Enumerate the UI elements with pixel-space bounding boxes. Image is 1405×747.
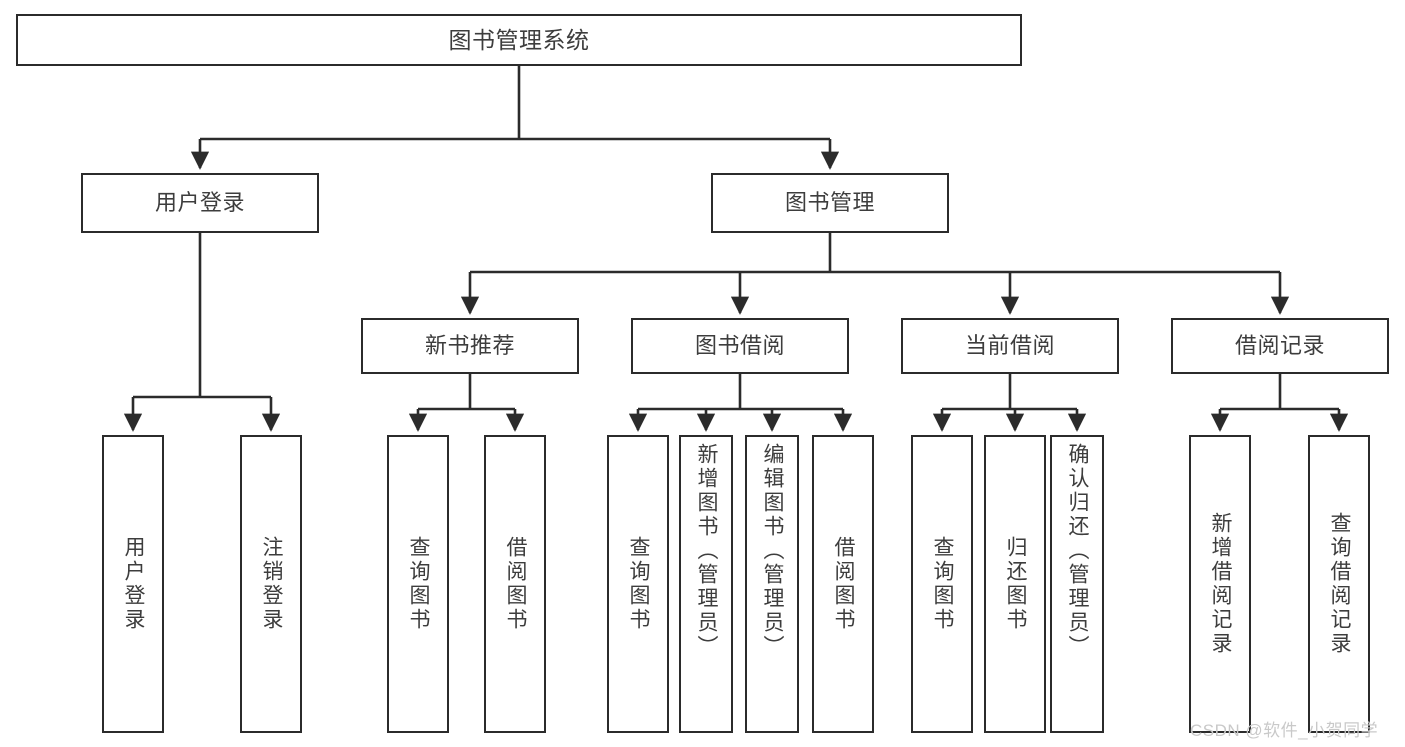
node-label-book-manage: 图书管理 xyxy=(784,189,875,215)
node-label-leaf-logout: 注销登录 xyxy=(260,536,284,632)
node-label-leaf-add-record: 新增借阅记录 xyxy=(1209,512,1233,656)
node-label-leaf-borrow-book-1: 借阅图书 xyxy=(504,536,528,632)
node-leaf-query-book-1[interactable]: 查询图书 xyxy=(387,435,449,733)
node-label-user-login: 用户登录 xyxy=(154,189,245,215)
node-label-new-book-recommend: 新书推荐 xyxy=(424,332,515,358)
node-new-book-recommend[interactable]: 新书推荐 xyxy=(361,318,579,374)
node-label-borrow-record: 借阅记录 xyxy=(1234,332,1325,358)
node-label-leaf-query-book-1: 查询图书 xyxy=(407,536,431,632)
node-leaf-return-book[interactable]: 归还图书 xyxy=(984,435,1046,733)
node-leaf-borrow-book-1[interactable]: 借阅图书 xyxy=(484,435,546,733)
node-label-leaf-add-book: 新增图书（管理员） xyxy=(695,443,719,659)
node-label-leaf-query-book-2: 查询图书 xyxy=(627,536,651,632)
node-label-leaf-edit-book: 编辑图书（管理员） xyxy=(761,443,785,659)
node-leaf-query-book-2[interactable]: 查询图书 xyxy=(607,435,669,733)
csdn-watermark: CSDN @软件_小贺同学 xyxy=(1190,721,1379,740)
node-label-leaf-confirm-return: 确认归还（管理员） xyxy=(1066,443,1090,659)
node-leaf-user-login[interactable]: 用户登录 xyxy=(102,435,164,733)
node-label-current-borrow: 当前借阅 xyxy=(964,332,1055,358)
node-leaf-logout[interactable]: 注销登录 xyxy=(240,435,302,733)
node-book-manage[interactable]: 图书管理 xyxy=(711,173,949,233)
node-leaf-query-record[interactable]: 查询借阅记录 xyxy=(1308,435,1370,733)
node-current-borrow[interactable]: 当前借阅 xyxy=(901,318,1119,374)
node-leaf-query-book-3[interactable]: 查询图书 xyxy=(911,435,973,733)
node-user-login[interactable]: 用户登录 xyxy=(81,173,319,233)
node-leaf-borrow-book-2[interactable]: 借阅图书 xyxy=(812,435,874,733)
node-label-leaf-borrow-book-2: 借阅图书 xyxy=(832,536,856,632)
node-borrow-record[interactable]: 借阅记录 xyxy=(1171,318,1389,374)
node-leaf-edit-book[interactable]: 编辑图书（管理员） xyxy=(745,435,799,733)
node-label-book-borrow: 图书借阅 xyxy=(694,332,785,358)
node-leaf-confirm-return[interactable]: 确认归还（管理员） xyxy=(1050,435,1104,733)
node-label-leaf-query-record: 查询借阅记录 xyxy=(1328,512,1352,656)
node-label-leaf-user-login: 用户登录 xyxy=(122,536,146,632)
node-label-root: 图书管理系统 xyxy=(448,26,590,53)
node-book-borrow[interactable]: 图书借阅 xyxy=(631,318,849,374)
node-leaf-add-book[interactable]: 新增图书（管理员） xyxy=(679,435,733,733)
node-label-leaf-return-book: 归还图书 xyxy=(1004,536,1028,632)
node-root[interactable]: 图书管理系统 xyxy=(16,14,1022,66)
node-leaf-add-record[interactable]: 新增借阅记录 xyxy=(1189,435,1251,733)
node-label-leaf-query-book-3: 查询图书 xyxy=(931,536,955,632)
